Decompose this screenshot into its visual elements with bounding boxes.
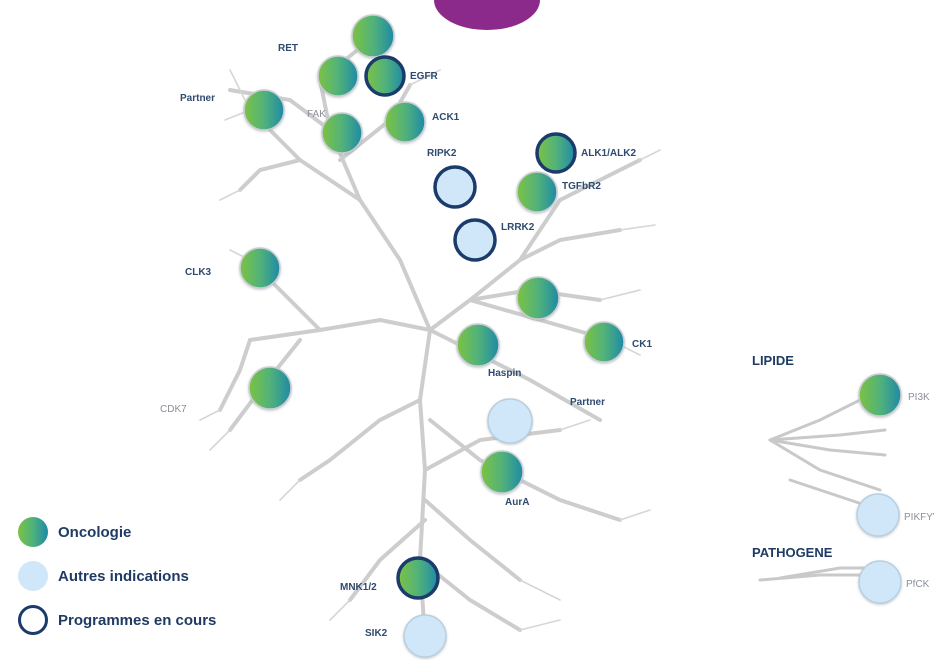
ongoing-program-swatch-icon bbox=[18, 605, 48, 635]
legend-item-autres: Autres indications bbox=[18, 554, 216, 598]
label-egfr: EGFR bbox=[410, 71, 439, 82]
label-alk: ALK1/ALK2 bbox=[581, 148, 636, 159]
ack1-marker bbox=[384, 101, 426, 143]
label-ck1: CK1 bbox=[632, 339, 652, 350]
pfck-marker bbox=[858, 560, 902, 604]
oncology-markers bbox=[239, 14, 902, 494]
label-mnk: MNK1/2 bbox=[340, 582, 377, 593]
sik2-marker bbox=[403, 614, 447, 658]
other-indication-markers bbox=[403, 398, 902, 658]
legend-item-programmes: Programmes en cours bbox=[18, 598, 216, 642]
other-indications-swatch-icon bbox=[18, 561, 48, 591]
alk-marker bbox=[535, 132, 577, 174]
label-fak: FAK bbox=[307, 109, 326, 120]
pathogen-tree bbox=[758, 566, 872, 582]
pikfyve-marker bbox=[856, 493, 900, 537]
egfr-marker bbox=[364, 55, 406, 97]
ripk2-marker bbox=[433, 165, 477, 209]
label-cdk7: CDK7 bbox=[160, 404, 187, 415]
legend-label-programmes: Programmes en cours bbox=[58, 611, 217, 629]
clk3-marker bbox=[239, 247, 281, 289]
lipide-title: LIPIDE bbox=[752, 353, 794, 368]
haspin-marker bbox=[456, 323, 500, 367]
label-ret: RET bbox=[278, 43, 298, 54]
label-aura: AurA bbox=[505, 497, 529, 508]
legend-label-oncologie: Oncologie bbox=[58, 523, 132, 541]
ret-marker bbox=[351, 14, 395, 58]
cdk7-marker bbox=[248, 366, 292, 410]
label-tgfbr2: TGFbR2 bbox=[562, 181, 601, 192]
ongoing-program-markers bbox=[364, 55, 577, 600]
kinome-branches bbox=[218, 38, 642, 642]
legend-item-oncologie: Oncologie bbox=[18, 510, 216, 554]
label-pikfyve: PIKFYVE bbox=[904, 512, 934, 523]
pathogene-title: PATHOGENE bbox=[752, 545, 833, 560]
label-pfck: PfCK bbox=[906, 579, 930, 590]
legend: Oncologie Autres indications Programmes … bbox=[18, 510, 216, 642]
partner-mid-marker bbox=[487, 398, 533, 444]
tgfbr2-marker bbox=[516, 171, 558, 213]
label-clk3: CLK3 bbox=[185, 267, 212, 278]
mnk-marker bbox=[396, 556, 440, 600]
label-ripk2: RIPK2 bbox=[427, 148, 457, 159]
label-sik2: SIK2 bbox=[365, 628, 388, 639]
label-pi3k: PI3K bbox=[908, 392, 930, 403]
aura-marker bbox=[480, 450, 524, 494]
label-ack1: ACK1 bbox=[432, 112, 460, 123]
lrrk2-marker bbox=[453, 218, 497, 262]
pi3k-marker bbox=[858, 373, 902, 417]
top-accent-shape bbox=[434, 0, 540, 30]
label-partner-top: Partner bbox=[180, 93, 215, 104]
label-partner-mid: Partner bbox=[570, 397, 605, 408]
partner-right-marker bbox=[516, 276, 560, 320]
legend-label-autres: Autres indications bbox=[58, 567, 189, 585]
label-haspin: Haspin bbox=[488, 368, 521, 379]
fak-marker bbox=[317, 55, 359, 97]
ck1-marker bbox=[583, 321, 625, 363]
fak2-marker bbox=[321, 112, 363, 154]
label-lrrk2: LRRK2 bbox=[501, 222, 535, 233]
partner-top-marker bbox=[243, 89, 285, 131]
oncology-swatch-icon bbox=[18, 517, 48, 547]
